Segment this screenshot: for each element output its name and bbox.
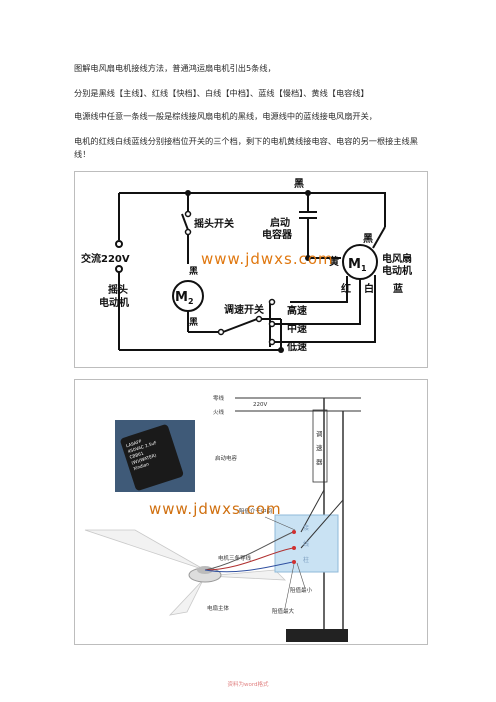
label-regulator-2: 速 (316, 444, 323, 452)
ceiling-fan-wiring-diagram: LA9AFP 450VAC 2.5uF CBB61 (W)(WATER) Xin… (74, 379, 428, 645)
label-start-capacitor-1: 启动 (270, 216, 290, 229)
label-black-m2: 黑 (189, 266, 198, 277)
footer-note: 资料为word格式 (227, 682, 269, 688)
intro-paragraph: 图解电风扇电机接线方法，普通鸿运扇电机引出5条线， (74, 63, 276, 73)
label-start-capacitor: 启动电容 (215, 454, 238, 462)
label-max-resistance: 阻值最大 (272, 607, 295, 615)
label-three-wires: 电机三条导线 (218, 554, 252, 562)
label-regulator-1: 调 (316, 429, 323, 438)
capacitor-text-1: LA9AFP (125, 438, 143, 449)
label-high-speed: 高速 (287, 304, 307, 317)
label-speed-switch: 调速开关 (224, 303, 264, 316)
terminal-label-1: 接 (303, 524, 309, 532)
speed-wiring-paragraph: 电机的红线白线蓝线分别接档位开关的三个档，剩下的电机黄线接电容、电容的另一根接主… (74, 136, 418, 159)
label-yellow: 黄 (329, 255, 339, 268)
motor-m2-symbol: M2 (175, 290, 194, 306)
watermark-2: www.jdwxs.com (149, 500, 282, 518)
label-white: 白 (364, 282, 374, 295)
label-black-m1: 黑 (363, 233, 373, 245)
label-mid-resistance: 阻值介于中间 (239, 507, 272, 515)
label-red: 红 (341, 282, 351, 295)
label-220v: 220V (253, 402, 267, 408)
label-live: 火线 (213, 408, 225, 416)
label-neutral: 零线 (213, 394, 225, 402)
label-fan-motor-2: 电动机 (382, 264, 412, 277)
label-min-resistance: 阻值最小 (290, 586, 313, 594)
label-ac-220v: 交流220V (81, 252, 130, 265)
label-low-speed: 低速 (286, 340, 307, 353)
motor-m1-symbol: M1 (348, 257, 367, 273)
watermark: www.jdwxs.com (201, 250, 334, 268)
label-regulator-3: 器 (316, 458, 323, 466)
capacitor-text-3: CBB61 (129, 450, 145, 460)
label-fan-motor-1: 电风扇 (382, 252, 412, 265)
terminal-label-3: 柱 (303, 556, 309, 564)
label-blue: 蓝 (393, 282, 403, 295)
power-wiring-paragraph: 电源线中任意一条线一般是棕线接风扇电机的黑线，电源线中的蓝线接电风扇开关， (74, 111, 377, 121)
capacitor-text-5: Xindian (133, 461, 150, 472)
label-fan-body: 电扇主体 (207, 604, 230, 612)
label-black-top: 黑 (294, 178, 304, 190)
fan-wiring-schematic: 黑 摇头开关 启动 电容器 交流220V 摇头 电动机 黑 黑 黑 黄 红 白 … (74, 171, 428, 368)
label-shake-motor-1: 摇头 (108, 283, 128, 296)
label-start-capacitor-2: 电容器 (262, 228, 293, 241)
label-black-m2-bottom: 黑 (189, 317, 198, 328)
terminal-label-2: 线 (303, 540, 309, 548)
label-shake-motor-2: 电动机 (99, 296, 129, 309)
label-shake-switch: 摇头开关 (194, 217, 234, 230)
label-mid-speed: 中速 (287, 322, 307, 335)
wire-colors-paragraph: 分别是黑线【主线】、红线【快档】、白线【中档】、蓝线【慢档】、黄线【电容线】 (74, 88, 369, 98)
